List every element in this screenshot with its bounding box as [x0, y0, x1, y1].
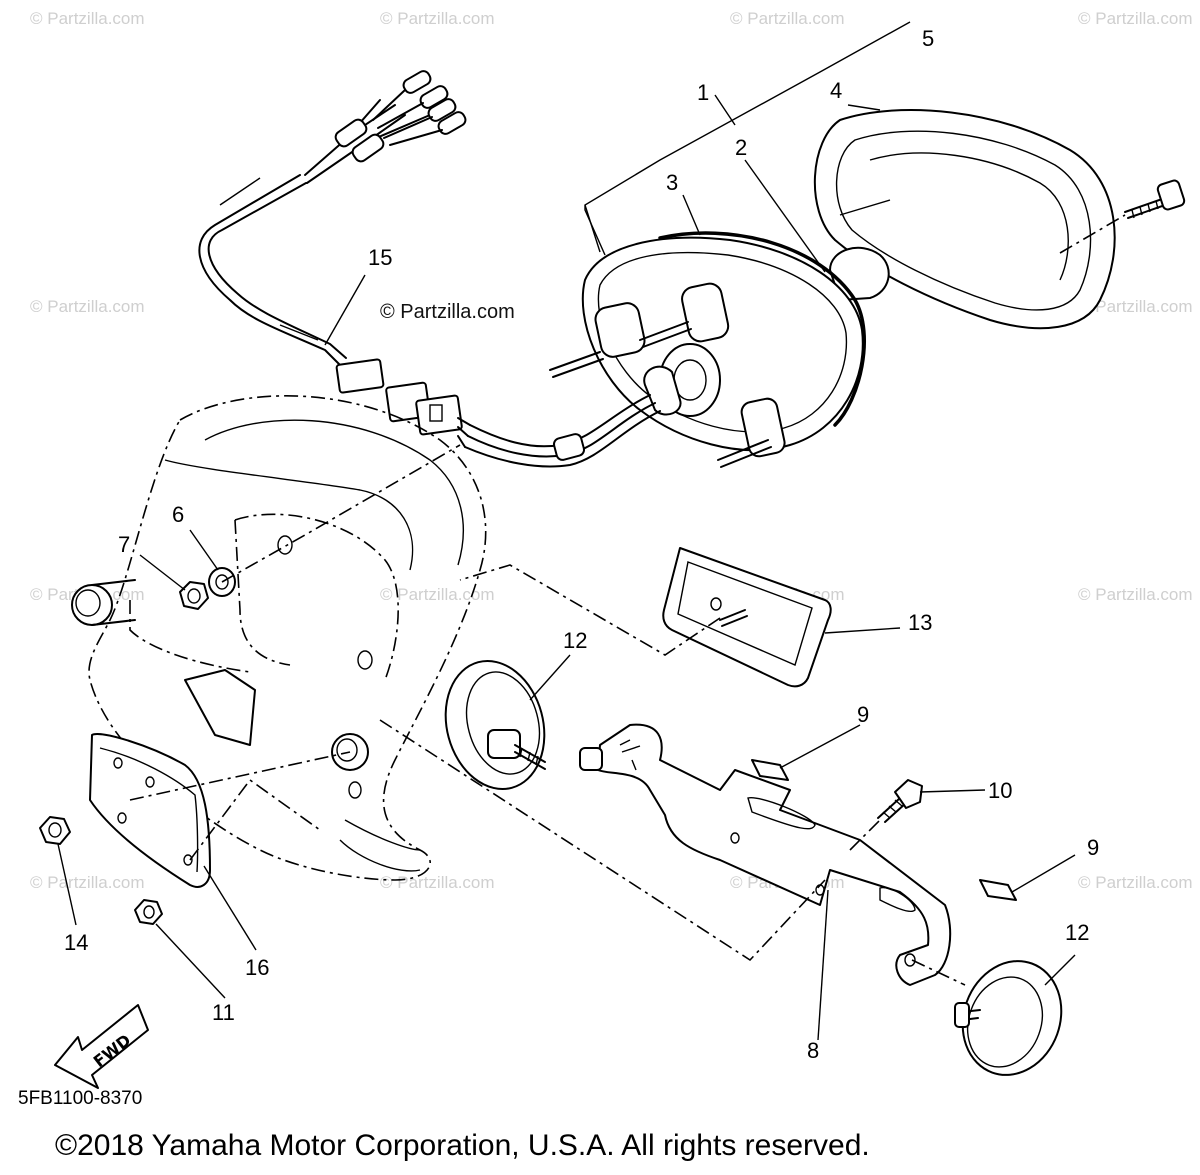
watermark: © Partzilla.com [380, 873, 495, 892]
part-nut[interactable] [179, 581, 209, 610]
callout-14: 14 [64, 930, 88, 955]
callout-6: 6 [172, 502, 184, 527]
watermark: © Partzilla.com [730, 9, 845, 28]
watermark: © Partzilla.com [30, 297, 145, 316]
part-reflector[interactable] [459, 547, 832, 688]
callout-4: 4 [830, 78, 842, 103]
watermark: © Partzilla.com [1078, 297, 1193, 316]
watermark: © Partzilla.com [30, 873, 145, 892]
callout-3: 3 [666, 170, 678, 195]
copyright-notice: ©2018 Yamaha Motor Corporation, U.S.A. A… [55, 1129, 870, 1162]
watermark: © Partzilla.com [30, 9, 145, 28]
callout-16: 16 [245, 955, 269, 980]
diagram-code: 5FB1100-8370 [18, 1088, 142, 1109]
callout-8: 8 [807, 1038, 819, 1063]
part-round-reflector[interactable] [947, 947, 1077, 1089]
part-connector[interactable] [385, 381, 471, 448]
fwd-arrow-icon: FWD [54, 1004, 149, 1089]
part-wire-harness[interactable] [198, 69, 467, 394]
part-flange-nut[interactable] [39, 816, 71, 845]
part-bolt[interactable] [849, 779, 923, 851]
callout-9a: 9 [857, 702, 869, 727]
callout-15: 15 [368, 245, 392, 270]
watermark: © Partzilla.com [380, 9, 495, 28]
callout-leaders [57, 21, 1076, 1041]
part-damper-pad[interactable] [751, 759, 789, 781]
callout-2: 2 [735, 135, 747, 160]
part-license-bracket[interactable] [89, 733, 351, 888]
part-lens-screw[interactable] [1059, 179, 1186, 254]
part-tail-housing[interactable] [464, 231, 867, 468]
callout-5: 5 [922, 26, 934, 51]
part-fender-boss [71, 535, 373, 799]
callout-10: 10 [988, 778, 1012, 803]
part-round-reflector[interactable] [432, 650, 558, 800]
callout-labels: 5 4 1 2 3 15 6 7 12 13 9 10 9 12 8 14 16… [64, 26, 1099, 1063]
part-lens[interactable] [813, 109, 1116, 330]
callout-12b: 12 [1065, 920, 1089, 945]
watermark: © Partzilla.com [1078, 9, 1193, 28]
watermark: © Partzilla.com [380, 585, 495, 604]
callout-7: 7 [118, 532, 130, 557]
part-flange-nut[interactable] [134, 899, 163, 925]
watermark-center: © Partzilla.com [380, 301, 515, 323]
part-damper-pad[interactable] [979, 879, 1017, 901]
callout-12a: 12 [563, 628, 587, 653]
callout-9b: 9 [1087, 835, 1099, 860]
watermark: © Partzilla.com [1078, 585, 1193, 604]
callout-11: 11 [212, 1000, 235, 1025]
part-reflector-stay[interactable] [379, 719, 966, 986]
callout-1: 1 [697, 80, 709, 105]
part-rear-fender [88, 395, 487, 881]
watermark: © Partzilla.com [1078, 873, 1193, 892]
callout-13: 13 [908, 610, 932, 635]
